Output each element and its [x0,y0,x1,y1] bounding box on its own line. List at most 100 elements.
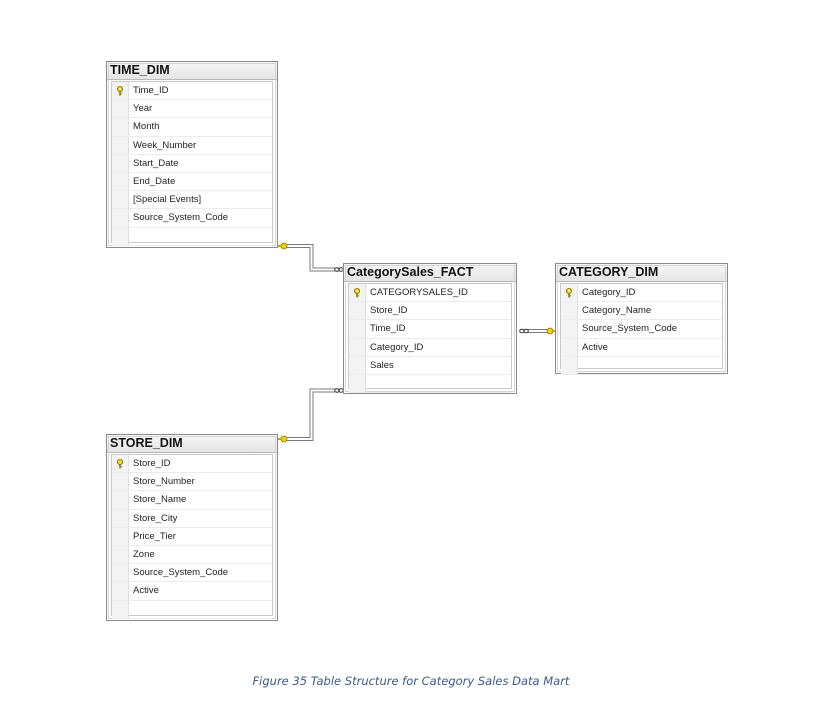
column-name: Source_System_Code [133,212,229,224]
row-selector [112,191,129,209]
row-selector [112,527,129,545]
relationship-line-time [287,244,339,269]
column-row[interactable]: Store_City [112,509,272,528]
row-selector [112,455,129,473]
row-selector [112,172,129,191]
row-selector [112,545,129,564]
column-row[interactable]: Category_Name [561,302,722,321]
column-row[interactable]: CATEGORYSALES_ID [349,284,511,303]
column-name: Category_ID [370,341,424,353]
many-end-infinity-icon [334,267,344,272]
column-row[interactable]: Source_System_Code [112,209,272,228]
column-row[interactable]: [Special Events] [112,191,272,210]
column-name: Zone [133,548,155,560]
column-name: CATEGORYSALES_ID [370,287,468,298]
empty-column-row[interactable] [561,356,722,375]
column-name: Week_Number [133,139,197,151]
table-title[interactable]: TIME_DIM [107,62,277,80]
row-selector [349,302,366,320]
column-row[interactable]: Zone [112,545,272,565]
table-category-sales-fact[interactable]: CategorySales_FACT CATEGORYSALES_ID Store… [343,263,517,394]
row-selector [112,136,129,154]
column-name: Year [133,103,153,115]
row-selector [112,509,129,527]
column-name: Active [582,341,608,353]
column-name: Month [133,121,160,133]
column-row[interactable]: Store_Number [112,473,272,492]
column-name: Category_ID [582,287,636,298]
column-name: Price_Tier [133,530,176,542]
column-row[interactable]: Year [112,100,272,119]
column-row[interactable]: Sales [349,356,511,375]
column-row[interactable]: Price_Tier [112,527,272,546]
column-row[interactable]: Month [112,118,272,137]
row-selector [112,564,129,582]
primary-key-icon [566,288,572,298]
row-selector [112,600,129,618]
row-selector [112,473,129,491]
row-selector [561,320,578,338]
column-row[interactable]: Start_Date [112,154,272,173]
column-row[interactable]: Store_ID [112,455,272,474]
column-row[interactable]: End_Date [112,172,272,192]
primary-key-icon [117,86,123,96]
row-selector [561,302,578,320]
empty-column-row[interactable] [112,600,272,619]
relationship-line-store [287,388,339,438]
row-selector [561,356,578,374]
row-selector [112,154,129,172]
column-row[interactable]: Source_System_Code [112,564,272,583]
one-end-key-icon [276,242,288,250]
column-name: Store_ID [370,305,408,317]
column-name: Time_ID [370,323,406,335]
column-row[interactable]: Time_ID [349,320,511,339]
many-end-infinity-icon [519,328,529,334]
column-row[interactable]: Time_ID [112,82,272,101]
column-name: Store_Number [133,476,195,488]
column-name: Source_System_Code [133,567,229,579]
table-title[interactable]: CategorySales_FACT [344,264,516,282]
column-row[interactable]: Category_ID [349,338,511,357]
row-selector [112,82,129,100]
figure-caption: Figure 35 Table Structure for Category S… [252,674,570,688]
relationship-line-time-inner [287,247,339,272]
column-name: Category_Name [582,305,652,317]
row-selector [561,284,578,302]
column-list: CATEGORYSALES_ID Store_ID Time_ID Category_… [348,283,512,394]
table-title[interactable]: CATEGORY_DIM [556,264,727,282]
row-selector [349,284,366,302]
empty-column-row[interactable] [112,227,272,246]
column-row[interactable]: Source_System_Code [561,320,722,339]
row-selector [349,338,366,356]
column-name: Start_Date [133,157,179,169]
table-title[interactable]: STORE_DIM [107,435,277,453]
column-row[interactable]: Store_Name [112,491,272,510]
one-end-key-icon [546,327,557,335]
row-selector [112,582,129,600]
row-selector [112,209,129,227]
row-selector [349,374,366,393]
column-name: [Special Events] [133,194,202,206]
relationship-line-store-inner [287,391,339,441]
row-selector [349,320,366,338]
empty-column-row[interactable] [349,374,511,394]
column-row[interactable]: Active [561,338,722,357]
column-row[interactable]: Store_ID [349,302,511,321]
column-row[interactable]: Active [112,582,272,601]
column-name: Store_City [133,512,178,524]
column-row[interactable]: Category_ID [561,284,722,303]
row-selector [349,356,366,374]
many-end-infinity-icon [334,388,344,393]
primary-key-icon [354,288,360,298]
column-name: Time_ID [133,85,169,96]
column-name: Source_System_Code [582,323,678,335]
column-name: Store_ID [133,458,171,469]
column-row[interactable]: Week_Number [112,136,272,155]
